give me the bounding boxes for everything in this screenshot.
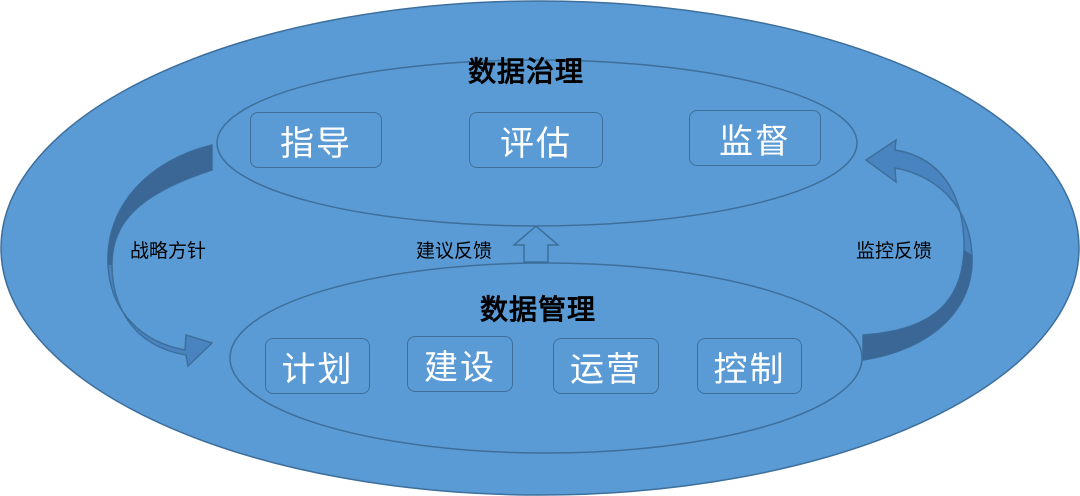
suggestion-feedback-label: 建议反馈 xyxy=(416,240,493,262)
box-plan: 计划 xyxy=(265,338,370,394)
right-curved-arrow xyxy=(862,138,973,361)
strategy-label: 战略方针 xyxy=(130,240,207,262)
management-ellipse xyxy=(229,262,863,454)
box-control: 控制 xyxy=(697,338,802,394)
box-operate: 运营 xyxy=(553,338,659,394)
monitor-feedback-label: 监控反馈 xyxy=(856,240,933,262)
left-curved-arrow xyxy=(107,144,214,368)
box-build: 建设 xyxy=(407,336,513,392)
governance-title: 数据治理 xyxy=(468,55,585,88)
center-up-arrow xyxy=(511,225,561,263)
box-supervise: 监督 xyxy=(689,110,821,166)
box-guide: 指导 xyxy=(250,112,382,168)
management-title: 数据管理 xyxy=(480,293,597,326)
box-evaluate: 评估 xyxy=(469,112,603,168)
